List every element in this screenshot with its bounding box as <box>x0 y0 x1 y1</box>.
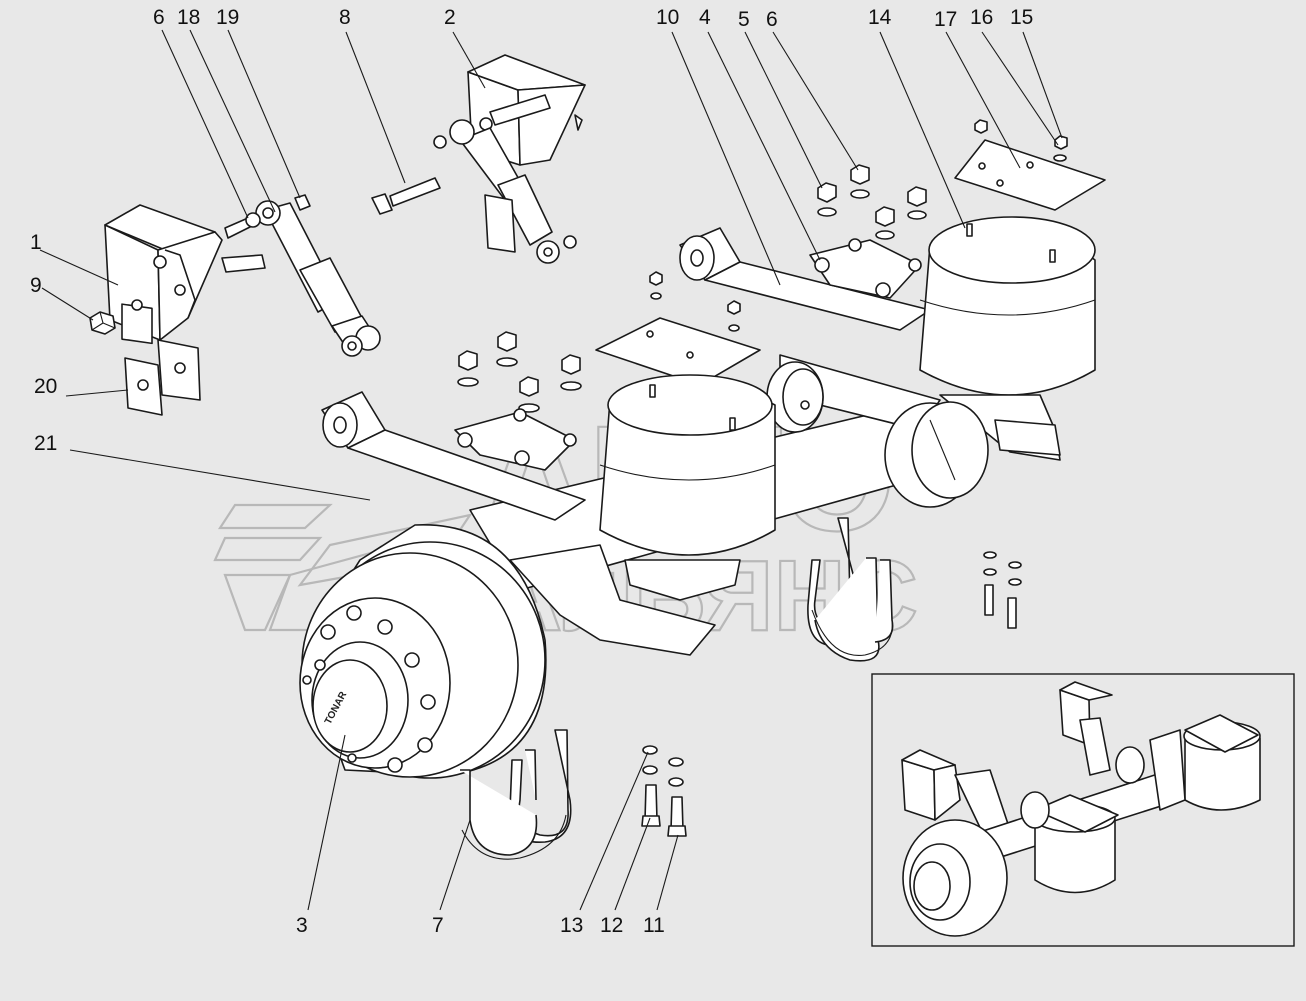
callout-3: 3 <box>296 914 308 937</box>
brake-chamber <box>766 361 824 433</box>
u-bolts-rear <box>807 517 894 662</box>
nuts-front-group <box>457 271 741 413</box>
callout-8: 8 <box>339 6 351 29</box>
shock-absorber-left <box>221 194 381 357</box>
callout-17: 17 <box>934 8 957 31</box>
bracket-right-2 <box>433 54 586 264</box>
plate-17 <box>954 139 1106 211</box>
nuts-top-group <box>817 119 1068 240</box>
callout-6-left: 6 <box>153 6 165 29</box>
leader-lines <box>39 29 1063 911</box>
callout-19: 19 <box>216 6 239 29</box>
hub-drum-front: TONAR <box>299 524 547 779</box>
callouts: 1 9 20 21 6 18 19 8 2 10 4 5 6 14 17 16 … <box>30 6 1033 937</box>
callout-4: 4 <box>699 6 711 29</box>
bolts-rear-small <box>983 551 1022 629</box>
callout-13: 13 <box>560 914 583 937</box>
nut-9 <box>89 311 116 335</box>
u-bolts-front <box>460 729 572 860</box>
callout-21: 21 <box>34 432 57 455</box>
callout-7: 7 <box>432 914 444 937</box>
callout-16: 16 <box>970 6 993 29</box>
callout-18: 18 <box>177 6 200 29</box>
callout-6-right: 6 <box>766 8 778 31</box>
callout-2: 2 <box>444 6 456 29</box>
callout-9: 9 <box>30 274 42 297</box>
callout-1: 1 <box>30 231 42 254</box>
plates-20 <box>124 339 201 416</box>
assembled-view-inset <box>871 673 1295 947</box>
callout-12: 12 <box>600 914 623 937</box>
callout-5: 5 <box>738 8 750 31</box>
top-plate-front <box>595 317 761 386</box>
trailing-arm-front <box>321 391 586 521</box>
callout-11: 11 <box>643 914 665 937</box>
callout-15: 15 <box>1010 6 1033 29</box>
bolts-front-small <box>641 745 687 837</box>
wheel-studs <box>302 605 436 773</box>
callout-10: 10 <box>656 6 679 29</box>
bolt-8 <box>371 177 441 215</box>
callout-14: 14 <box>868 6 892 29</box>
trailing-arm-rear <box>679 227 931 331</box>
callout-20: 20 <box>34 375 57 398</box>
air-spring-front <box>599 374 776 601</box>
bracket-left <box>104 204 253 345</box>
brake-drum-rear <box>884 401 989 508</box>
